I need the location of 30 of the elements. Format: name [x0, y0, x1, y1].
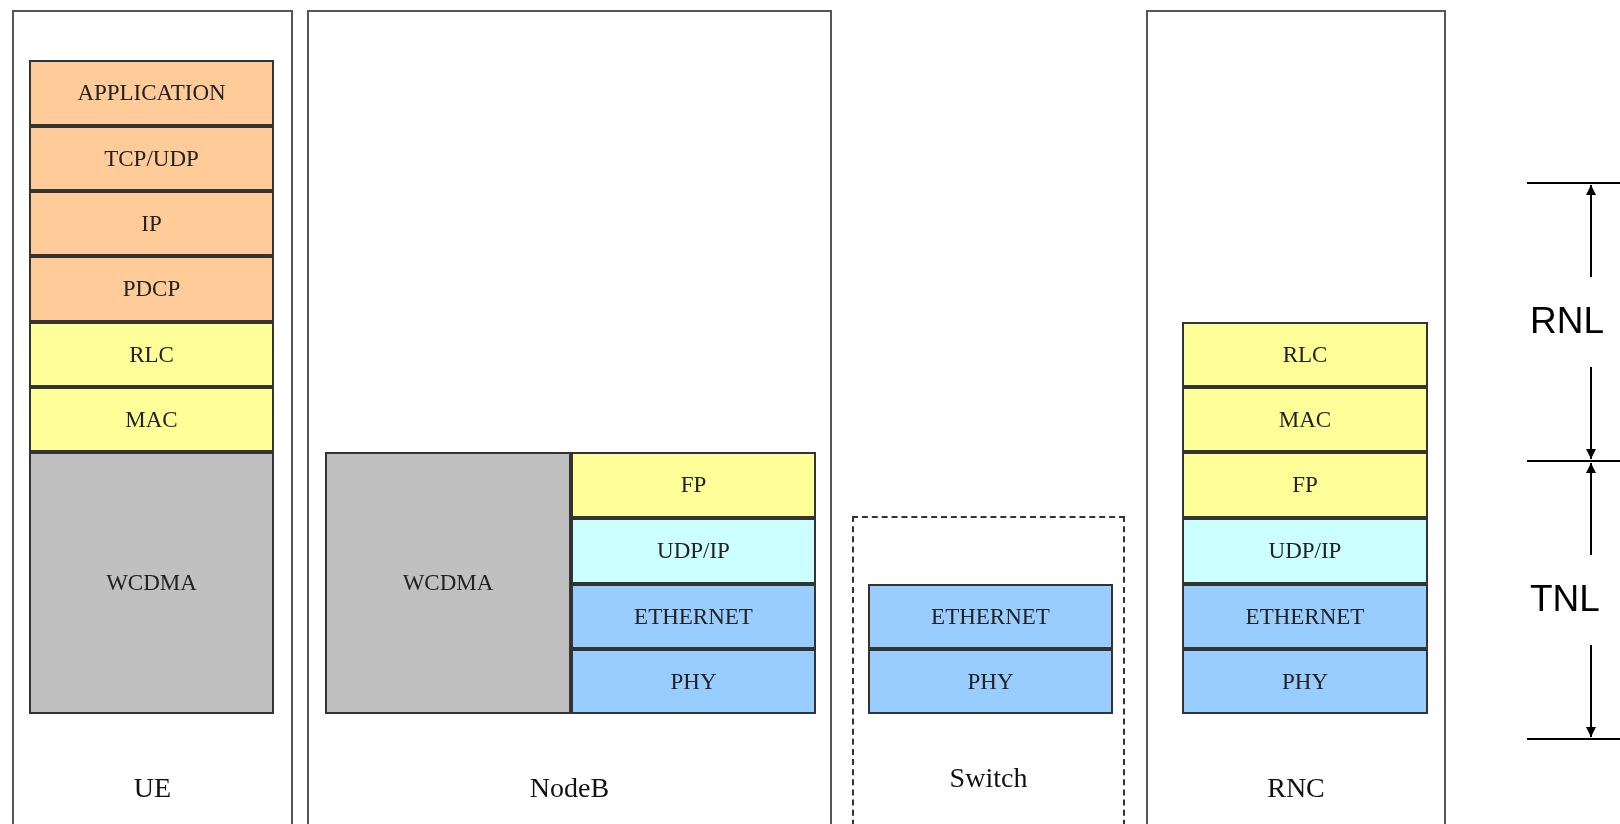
protocol-layer: ETHERNET: [571, 584, 816, 649]
device-frame: [12, 10, 293, 824]
protocol-layer: FP: [1182, 452, 1428, 518]
protocol-layer: WCDMA: [29, 452, 274, 714]
device-frame: [307, 10, 832, 824]
layer-group-label: RNL: [1530, 300, 1605, 342]
protocol-layer: TCP/UDP: [29, 126, 274, 191]
protocol-layer: PHY: [1182, 649, 1428, 714]
device-name: NodeB: [529, 772, 610, 804]
device-frame: [1146, 10, 1446, 824]
protocol-layer: ETHERNET: [1182, 584, 1428, 649]
protocol-layer: MAC: [29, 387, 274, 452]
device-name: RNC: [1267, 772, 1325, 804]
protocol-layer: APPLICATION: [29, 60, 274, 126]
protocol-layer: RLC: [1182, 322, 1428, 387]
protocol-layer: PHY: [868, 649, 1113, 714]
device-name: UE: [133, 772, 172, 804]
protocol-layer: FP: [571, 452, 816, 518]
device-name: Switch: [949, 762, 1028, 794]
protocol-layer: UDP/IP: [1182, 518, 1428, 584]
protocol-layer: WCDMA: [325, 452, 571, 714]
protocol-layer: UDP/IP: [571, 518, 816, 584]
protocol-layer: RLC: [29, 322, 274, 387]
protocol-layer: MAC: [1182, 387, 1428, 452]
layer-group-label: TNL: [1530, 578, 1600, 620]
protocol-layer: PHY: [571, 649, 816, 714]
protocol-layer: ETHERNET: [868, 584, 1113, 649]
protocol-layer: IP: [29, 191, 274, 256]
device-dashed-frame: [852, 516, 1125, 824]
protocol-layer: PDCP: [29, 256, 274, 322]
